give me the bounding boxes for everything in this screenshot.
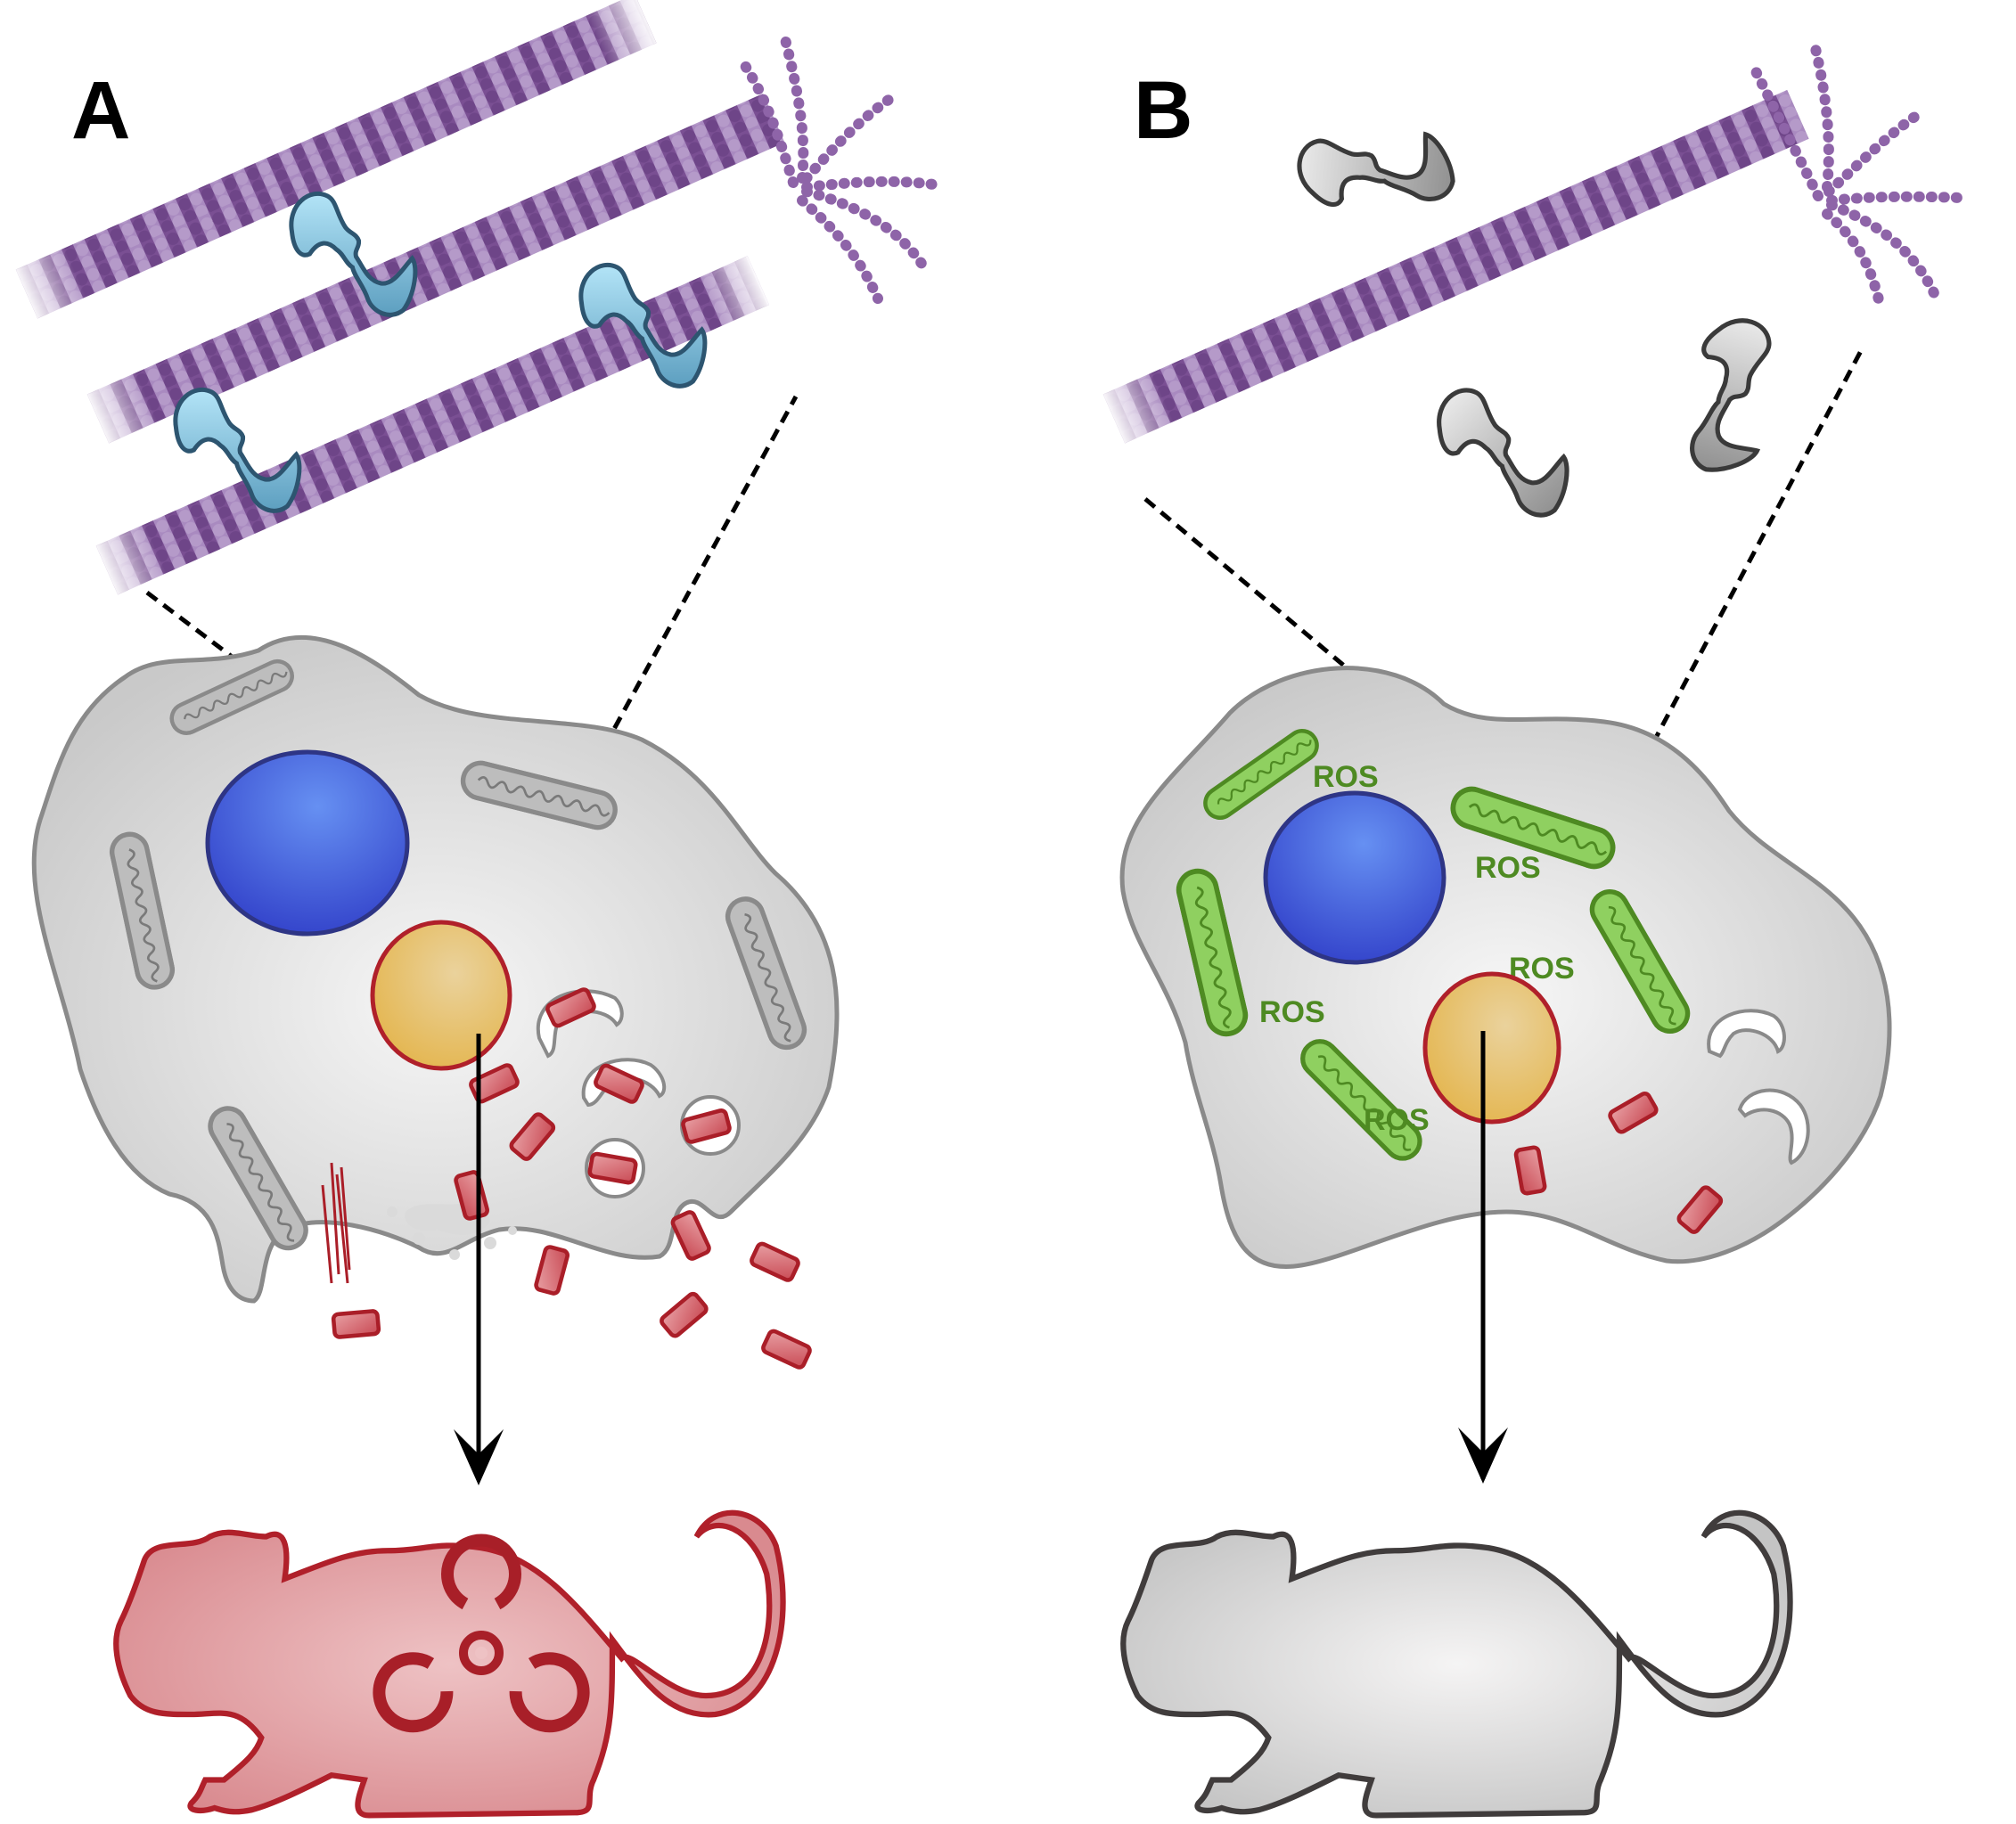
vacuole [1422, 971, 1561, 1125]
ros-label: ROS [1313, 760, 1379, 794]
free-protein [1287, 81, 1465, 259]
biohazard-icon [373, 1534, 590, 1733]
vacuole [370, 920, 512, 1071]
arrow-down-icon [454, 1034, 504, 1485]
filopodium-fibers [321, 1162, 351, 1284]
nucleus [1263, 790, 1446, 965]
panel-b: B ROS ROS ROS ROS ROS [1102, 39, 1966, 1819]
nucleus [205, 749, 410, 937]
panel-b-label: B [1134, 65, 1192, 156]
ros-label: ROS [1475, 851, 1541, 885]
protofilaments-b [1750, 39, 1966, 313]
rat-healthy [1120, 1509, 1793, 1819]
ros-label: ROS [1364, 1103, 1430, 1137]
free-protein [1439, 390, 1567, 515]
microtubule-b [1102, 89, 1809, 444]
panel-a: A [15, 0, 946, 1819]
panel-a-label: A [71, 65, 130, 156]
free-protein [1644, 309, 1816, 482]
protofilaments-a [734, 30, 946, 304]
rat-affected [113, 1509, 786, 1819]
ros-label: ROS [1259, 995, 1325, 1029]
phagophore [1737, 1088, 1810, 1166]
phagophore [1707, 1009, 1786, 1059]
microtubule-a1 [15, 0, 657, 319]
microtubule-a2 [86, 94, 785, 444]
arrow-down-icon [1458, 1031, 1508, 1484]
